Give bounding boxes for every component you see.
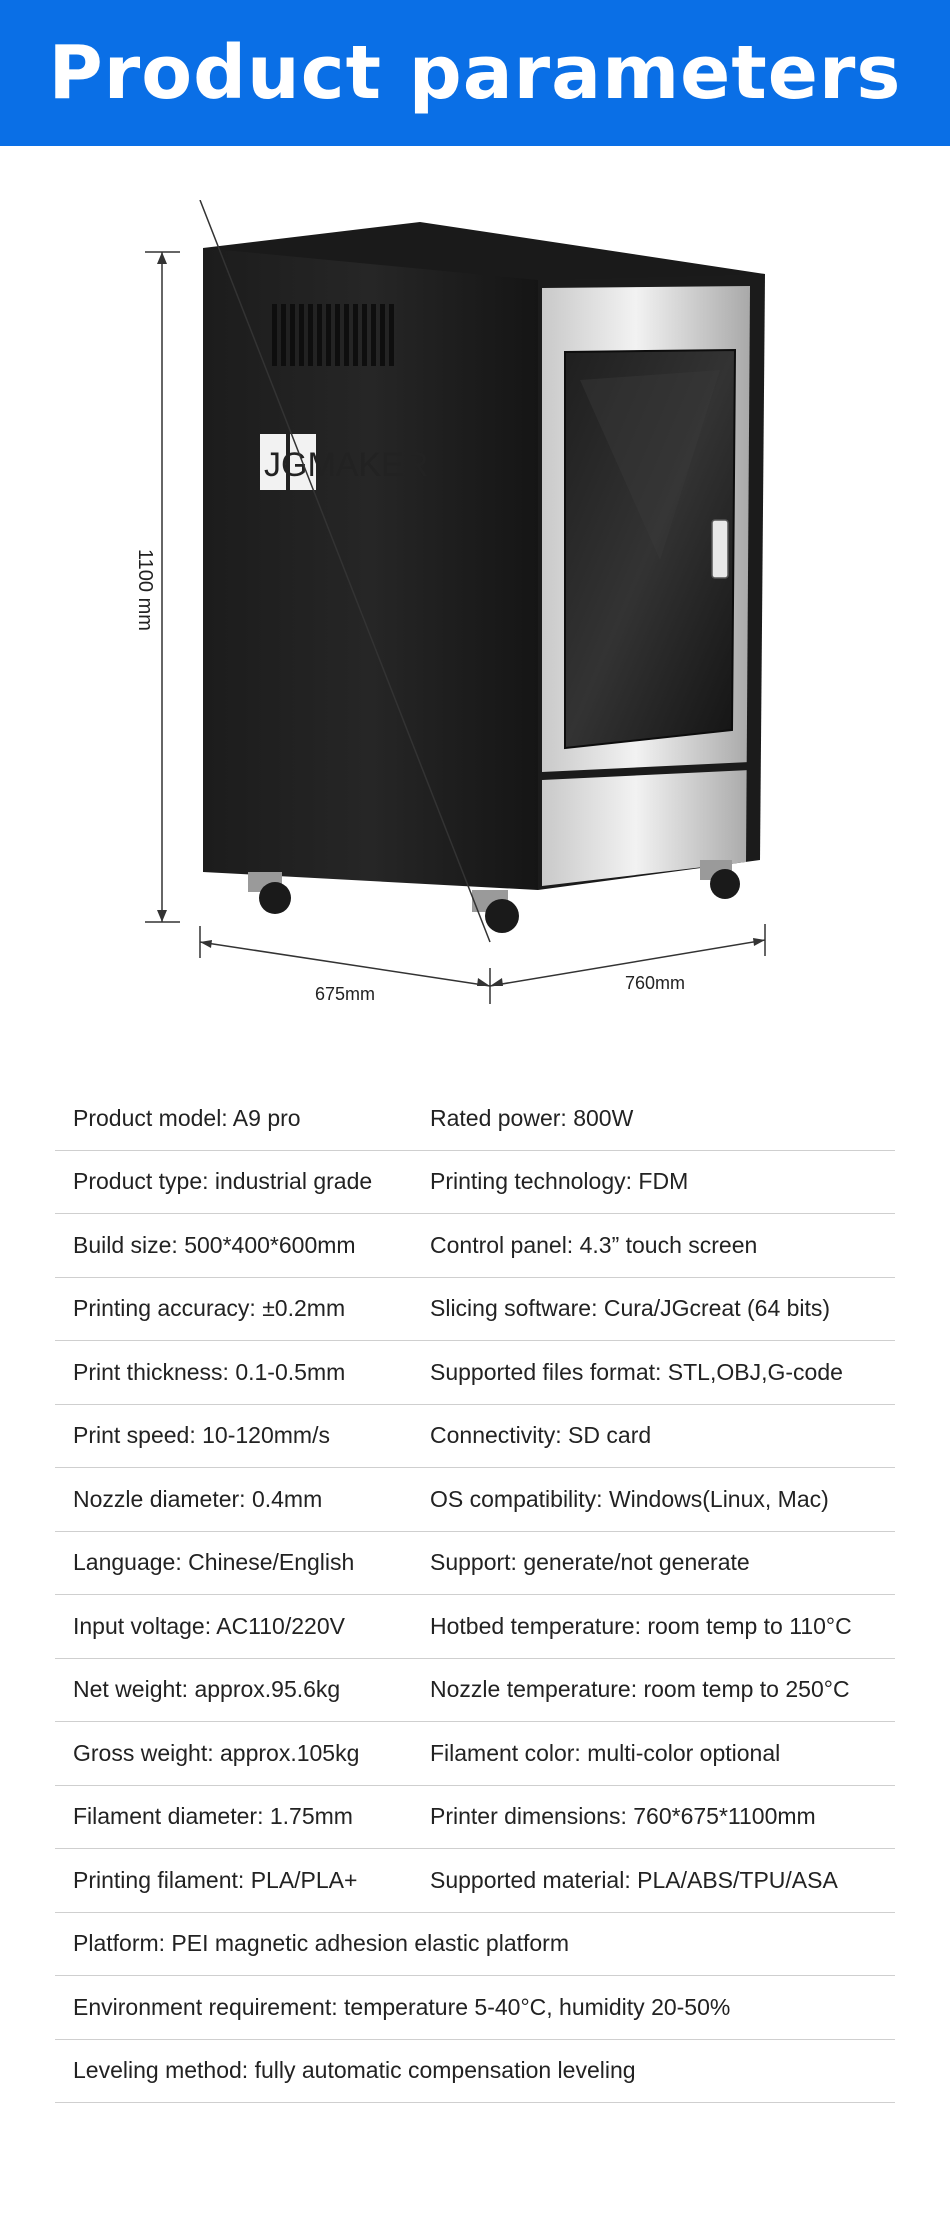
param-left: Gross weight: approx.105kg [73,1739,360,1766]
param-row: Nozzle diameter: 0.4mm OS compatibility:… [55,1468,895,1532]
param-full: Leveling method: fully automatic compens… [73,2057,636,2084]
parameters-table: Product model: A9 pro Rated power: 800W … [55,1087,895,2103]
param-right: Nozzle temperature: room temp to 250°C [430,1676,850,1703]
width-dimension-label: 675mm [314,984,376,1004]
param-row: Product type: industrial grade Printing … [55,1151,895,1214]
param-right: Connectivity: SD card [430,1422,652,1449]
param-row: Net weight: approx.95.6kg Nozzle tempera… [55,1659,895,1722]
svg-text:JGMAKER: JGMAKER [264,446,428,484]
param-row: Print thickness: 0.1-0.5mm Supported fil… [55,1341,895,1405]
param-left: Printing filament: PLA/PLA+ [73,1866,358,1893]
param-row: Build size: 500*400*600mm Control panel:… [55,1214,895,1278]
param-left: Input voltage: AC110/220V [73,1612,345,1639]
height-dimension-label: 1100 mm [134,549,156,631]
param-left: Product type: industrial grade [73,1168,373,1195]
depth-dimension-label: 760mm [624,973,686,993]
param-left: Printing accuracy: ±0.2mm [73,1295,346,1322]
param-left: Print speed: 10-120mm/s [73,1422,330,1449]
param-left: Build size: 500*400*600mm [73,1231,356,1258]
param-left: Print thickness: 0.1-0.5mm [73,1358,346,1385]
param-row-full: Platform: PEI magnetic adhesion elastic … [55,1913,895,1976]
param-row: Printing accuracy: ±0.2mm Slicing softwa… [55,1278,895,1341]
page-header: Product parameters [0,0,950,146]
param-left: Net weight: approx.95.6kg [73,1676,341,1703]
param-full: Platform: PEI magnetic adhesion elastic … [73,1930,570,1957]
param-row: Print speed: 10-120mm/s Connectivity: SD… [55,1405,895,1468]
param-full: Environment requirement: temperature 5-4… [73,1993,731,2020]
param-row-full: Environment requirement: temperature 5-4… [55,1976,895,2040]
param-right: Printing technology: FDM [430,1168,689,1195]
param-row: Input voltage: AC110/220V Hotbed tempera… [55,1595,895,1659]
param-right: Printer dimensions: 760*675*1100mm [430,1803,816,1830]
param-left: Product model: A9 pro [73,1104,301,1131]
param-row: Language: Chinese/English Support: gener… [55,1532,895,1595]
param-left: Language: Chinese/English [73,1549,355,1576]
printer-product-image: JGMAKER [100,200,820,1020]
param-right: Slicing software: Cura/JGcreat (64 bits) [430,1295,831,1322]
param-row: Gross weight: approx.105kg Filament colo… [55,1722,895,1786]
param-right: Hotbed temperature: room temp to 110°C [430,1612,852,1639]
param-row: Product model: A9 pro Rated power: 800W [55,1087,895,1151]
param-row: Filament diameter: 1.75mm Printer dimens… [55,1786,895,1849]
param-right: Supported material: PLA/ABS/TPU/ASA [430,1866,838,1893]
param-right: Rated power: 800W [430,1104,634,1131]
param-left: Filament diameter: 1.75mm [73,1803,353,1830]
param-right: OS compatibility: Windows(Linux, Mac) [430,1485,829,1512]
page-title: Product parameters [48,30,902,116]
param-row-full: Leveling method: fully automatic compens… [55,2040,895,2103]
param-left: Nozzle diameter: 0.4mm [73,1485,323,1512]
param-right: Control panel: 4.3” touch screen [430,1231,758,1258]
param-right: Supported files format: STL,OBJ,G-code [430,1358,843,1385]
param-row: Printing filament: PLA/PLA+ Supported ma… [55,1849,895,1913]
param-right: Support: generate/not generate [430,1549,750,1576]
brand-logo: JGMAKER [260,434,428,490]
param-right: Filament color: multi-color optional [430,1739,781,1766]
